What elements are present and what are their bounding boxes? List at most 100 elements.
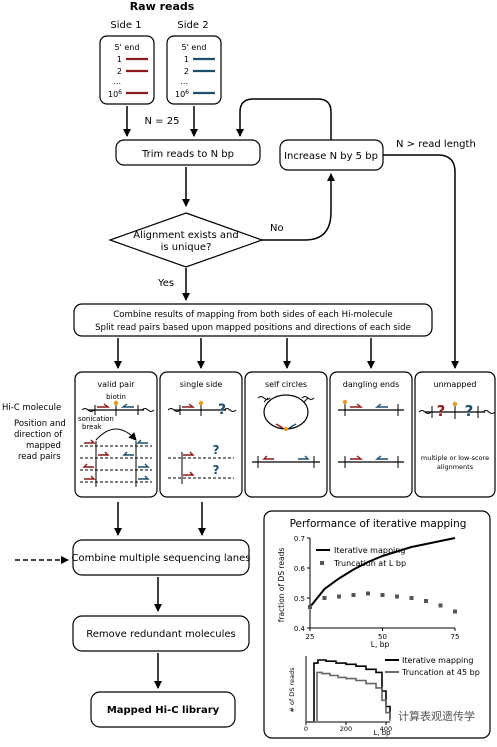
chart2-legend: Iterative mapping Truncation at 45 bp xyxy=(385,656,480,677)
chart1-series-iterative xyxy=(309,537,456,608)
combine-box xyxy=(73,303,433,337)
decision-line1: Alignment exists and xyxy=(133,230,238,241)
single-side-question-3: ? xyxy=(213,463,220,477)
self-circles-illustration xyxy=(252,394,320,468)
side2-row2: 2 xyxy=(184,67,189,76)
decision-line2: is unique? xyxy=(161,242,212,253)
chart1-ylabel: fraction of DS reads xyxy=(277,548,286,623)
raw-reads-title: Raw reads xyxy=(130,0,195,13)
chart1-xlabel: L, bp xyxy=(371,640,390,649)
trim-label: Trim reads to N bp xyxy=(141,149,234,160)
chart2-series-truncation xyxy=(306,671,391,723)
chart1-point-truncation xyxy=(380,593,385,597)
side2-dots: ... xyxy=(180,77,188,86)
chart1-legend-series1: Iterative mapping xyxy=(334,546,405,555)
combine-line2: Split read pairs based upon mapped posit… xyxy=(95,323,411,333)
hic-molecule-label: Hi-C molecule xyxy=(2,403,61,413)
unmapped-title: unmapped xyxy=(434,380,477,389)
arrow-increase-to-trim xyxy=(236,98,332,140)
break-label: break xyxy=(82,423,103,431)
chart1-point-truncation xyxy=(351,593,356,597)
trim-box xyxy=(115,139,261,166)
biotin-marker xyxy=(113,400,119,406)
side1-label: Side 1 xyxy=(110,20,141,31)
chart1-point-truncation xyxy=(409,596,414,600)
n-start-label: N = 25 xyxy=(145,116,180,127)
chart-fraction: fraction of DS reads L, bp 0.4 0.5 0.6 0.7 2… xyxy=(277,535,459,649)
side2-five-end: 5' end xyxy=(182,43,207,52)
chart1-point-truncation xyxy=(453,609,457,614)
position-label-3: mapped xyxy=(26,441,61,451)
chart1-point-truncation xyxy=(322,596,327,600)
performance-panel xyxy=(263,510,491,739)
unmapped-note-2: alignments xyxy=(437,463,474,471)
chart1-point-truncation xyxy=(424,599,428,603)
side2-row-last: 106 xyxy=(175,89,189,99)
arrow-no-to-increase xyxy=(262,173,335,241)
chart2-xtick-label: 400 xyxy=(380,725,392,733)
chart1-legend: Iterative mapping Truncation at L bp xyxy=(316,546,406,568)
chart2-ylabel: # of DS reads xyxy=(288,667,296,713)
self-circles-title: self circles xyxy=(265,380,307,389)
combine-line1: Combine results of mapping from both sid… xyxy=(113,310,392,320)
chart1-point-truncation xyxy=(438,603,443,608)
arrow-to-unmapped xyxy=(383,154,459,369)
chart1-point-truncation xyxy=(395,594,399,599)
single-side-title: single side xyxy=(180,380,223,389)
side1-row1: 1 xyxy=(117,55,122,64)
dangling-ends-illustration xyxy=(338,399,404,468)
side2-label: Side 2 xyxy=(177,20,208,31)
lanes-box xyxy=(72,539,250,576)
single-side-question-1: ? xyxy=(218,402,226,418)
yes-label: Yes xyxy=(157,278,174,289)
chart1-ytick-label: 0.6 xyxy=(294,565,306,573)
performance-title: Performance of iterative mapping xyxy=(290,518,467,530)
position-label-1: Position and xyxy=(14,419,66,429)
chart2-xtick-label: 200 xyxy=(340,725,352,733)
watermark: 计算表观遗传学 xyxy=(398,709,475,723)
no-label: No xyxy=(270,223,284,234)
side1-row-last: 106 xyxy=(108,89,122,99)
redundant-box xyxy=(72,615,250,652)
dangling-ends-title: dangling ends xyxy=(343,380,400,389)
dangling-ends-box xyxy=(329,371,413,498)
chart1-xtick-label: 25 xyxy=(306,633,315,641)
chart1-point-truncation xyxy=(366,591,370,596)
self-circles-box xyxy=(244,371,328,498)
valid-pair-box xyxy=(74,371,158,498)
library-box xyxy=(90,691,236,728)
increase-label: Increase N by 5 bp xyxy=(284,151,378,162)
chart2-legend-series1: Iterative mapping xyxy=(402,656,473,665)
chart1-xtick-label: 75 xyxy=(451,633,460,641)
chart1-ytick-label: 0.4 xyxy=(294,625,306,633)
unmapped-box xyxy=(414,371,496,498)
chart1-legend-series2: Truncation at L bp xyxy=(333,559,406,568)
n-gt-label: N > read length xyxy=(396,139,476,150)
side1-row2: 2 xyxy=(117,67,122,76)
sonication-label: sonication xyxy=(78,415,114,423)
biotin-label: biotin xyxy=(106,393,126,401)
single-side-box xyxy=(159,371,243,498)
valid-pair-title: valid pair xyxy=(97,380,135,389)
side2-row1: 1 xyxy=(184,55,189,64)
decision-diamond xyxy=(108,212,264,268)
position-label-4: read pairs xyxy=(18,452,61,462)
lanes-label: Combine multiple sequencing lanes xyxy=(72,553,251,564)
valid-pair-read-rows xyxy=(80,439,152,487)
redundant-label: Remove redundant molecules xyxy=(86,629,236,640)
chart1-xtick-label: 50 xyxy=(378,633,387,641)
single-side-illustration: ? ? ? xyxy=(167,400,237,484)
side1-five-end: 5' end xyxy=(115,43,140,52)
unmapped-note-1: multiple or low-score xyxy=(421,454,489,462)
chart1-ytick-label: 0.5 xyxy=(294,595,305,603)
chart1-point-truncation xyxy=(308,605,312,609)
valid-pair-illustration: biotin sonication break xyxy=(78,393,155,487)
chart2-xlabel: L, bp xyxy=(373,729,391,737)
chart2-legend-series2: Truncation at 45 bp xyxy=(401,668,480,677)
library-label: Mapped Hi-C library xyxy=(107,705,220,716)
chart1-ytick-label: 0.7 xyxy=(294,535,305,543)
chart1-point-truncation xyxy=(337,594,341,599)
unmapped-question-blue: ? xyxy=(465,402,474,420)
